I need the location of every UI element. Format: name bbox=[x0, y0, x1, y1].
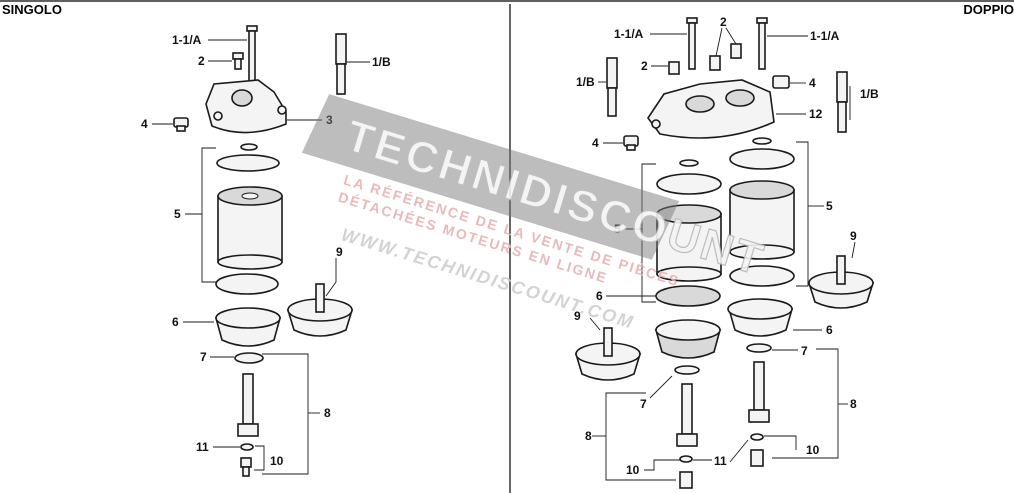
stud-right-a-icon bbox=[606, 57, 618, 117]
sediment-bowl-right-icon bbox=[807, 255, 875, 309]
label-3: 3 bbox=[326, 113, 333, 127]
screw-right-b-icon bbox=[709, 55, 721, 71]
plug-right-top-icon bbox=[772, 75, 790, 89]
gasket-bottom-icon bbox=[215, 273, 279, 295]
screw-icon bbox=[232, 52, 244, 70]
drain-screw-icon bbox=[240, 457, 252, 477]
label-r-7-left: 7 bbox=[640, 397, 647, 411]
label-r-4-top: 4 bbox=[809, 76, 816, 90]
label-r-1b-left: 1/B bbox=[576, 75, 595, 89]
filter-head-icon bbox=[205, 79, 287, 134]
label-1b: 1/B bbox=[372, 55, 391, 69]
bowl-right-icon bbox=[727, 298, 794, 337]
label-r-5-left: 5 bbox=[614, 222, 621, 236]
left-leaders bbox=[152, 39, 370, 475]
label-r-4-bottom: 4 bbox=[592, 136, 599, 150]
header-doppio: DOPPIO bbox=[963, 2, 1014, 17]
label-7: 7 bbox=[200, 350, 207, 364]
stud-center-left-icon bbox=[676, 383, 698, 447]
stud-icon bbox=[335, 33, 347, 95]
small-washer-left-icon bbox=[679, 455, 693, 463]
label-r-11: 11 bbox=[714, 454, 727, 468]
drain-plug-icon bbox=[173, 117, 189, 132]
cartridge-right-icon bbox=[729, 180, 795, 260]
plug-right-bottom-icon bbox=[623, 135, 639, 151]
label-r-10-left: 10 bbox=[626, 463, 640, 477]
long-bolt-left-icon bbox=[686, 17, 698, 70]
label-r-2-left: 2 bbox=[641, 59, 648, 73]
label-r-10-right: 10 bbox=[806, 443, 820, 457]
stud-center-right-icon bbox=[748, 361, 770, 423]
gasket-top-icon bbox=[216, 154, 280, 172]
filter-cartridge-icon bbox=[217, 186, 283, 270]
label-r-2-top: 2 bbox=[720, 15, 727, 29]
double-filter-assembly bbox=[574, 17, 875, 489]
gasket-left-bottom-icon bbox=[655, 285, 721, 307]
label-r-5-right: 5 bbox=[826, 199, 833, 213]
label-r-9-left: 9 bbox=[574, 309, 581, 323]
label-r-6-right: 6 bbox=[826, 323, 833, 337]
right-leaders bbox=[589, 27, 856, 481]
label-1-1a: 1-1/A bbox=[172, 33, 202, 47]
o-ring-left-icon bbox=[679, 159, 699, 167]
drain-screw-left-icon bbox=[679, 471, 693, 489]
label-r-6-left: 6 bbox=[596, 289, 603, 303]
bowl-left-icon bbox=[654, 319, 722, 359]
screw-right-c-icon bbox=[730, 43, 742, 59]
label-r-8-left: 8 bbox=[585, 429, 592, 443]
cartridge-left-icon bbox=[656, 204, 722, 282]
washer-icon bbox=[234, 352, 264, 364]
gasket-left-top-icon bbox=[656, 173, 722, 195]
screw-right-a-icon bbox=[668, 61, 680, 75]
center-stud-icon bbox=[237, 373, 259, 437]
label-4: 4 bbox=[141, 117, 148, 131]
drain-screw-right-icon bbox=[750, 449, 764, 467]
sediment-bowl-left-icon bbox=[574, 327, 642, 381]
small-washer-icon bbox=[240, 443, 254, 451]
label-6: 6 bbox=[172, 315, 179, 329]
label-5: 5 bbox=[174, 207, 181, 221]
header-singolo: SINGOLO bbox=[2, 2, 62, 17]
gasket-right-top-icon bbox=[729, 148, 795, 170]
label-r-1-1a-left: 1-1/A bbox=[614, 27, 644, 41]
long-bolt-right-icon bbox=[756, 17, 768, 70]
stud-right-b-icon bbox=[836, 71, 848, 133]
washer-right-icon bbox=[746, 343, 772, 353]
washer-left-icon bbox=[674, 365, 700, 375]
sediment-bowl-icon bbox=[286, 283, 354, 337]
label-r-1-1a-right: 1-1/A bbox=[810, 29, 840, 43]
watermark-band bbox=[301, 94, 680, 260]
filter-bowl-icon bbox=[214, 307, 282, 347]
label-10: 10 bbox=[270, 454, 284, 468]
label-r-7-right: 7 bbox=[801, 344, 808, 358]
label-r-9-right: 9 bbox=[850, 229, 857, 243]
label-r-8-right: 8 bbox=[850, 397, 857, 411]
o-ring-right-icon bbox=[752, 137, 772, 145]
label-2: 2 bbox=[198, 54, 205, 68]
label-r-12: 12 bbox=[809, 107, 823, 121]
double-filter-head-icon bbox=[647, 79, 775, 139]
label-r-1b-right: 1/B bbox=[860, 87, 879, 101]
label-11: 11 bbox=[196, 440, 209, 454]
label-9: 9 bbox=[336, 245, 343, 259]
small-washer-right-icon bbox=[750, 433, 764, 441]
small-o-ring-icon bbox=[240, 143, 258, 151]
gasket-right-bottom-icon bbox=[729, 265, 795, 287]
label-8: 8 bbox=[324, 406, 331, 420]
single-filter-assembly bbox=[173, 25, 354, 477]
